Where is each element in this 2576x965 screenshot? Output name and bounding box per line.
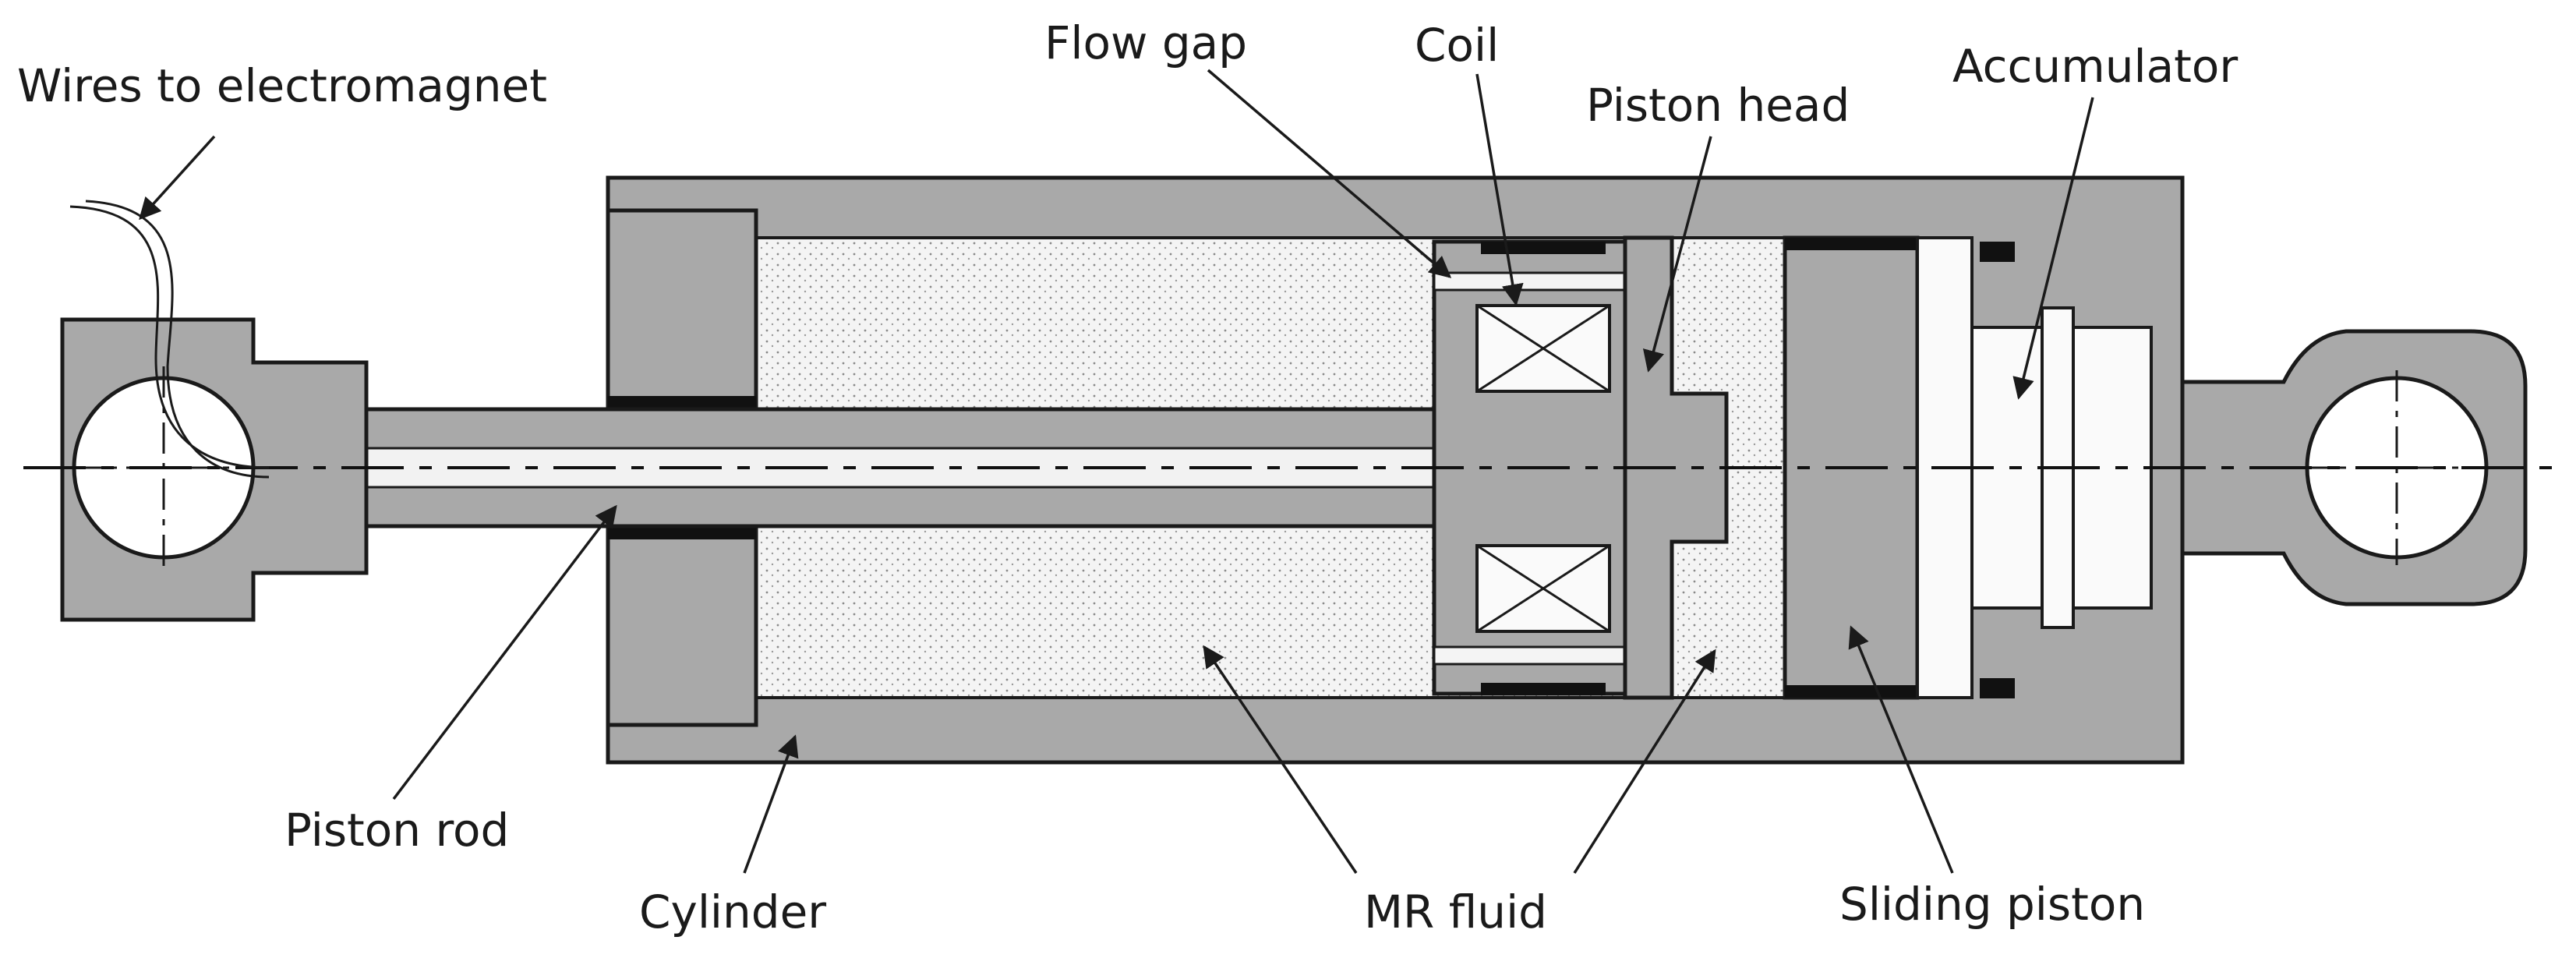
wires <box>69 205 270 469</box>
label-wires: Wires to electromagnet <box>17 59 547 112</box>
label-flow-gap: Flow gap <box>1044 16 1247 69</box>
label-piston-head: Piston head <box>1586 79 1850 132</box>
label-accumulator: Accumulator <box>1952 40 2238 93</box>
label-mr-fluid: MR fluid <box>1364 885 1547 938</box>
accumulator-seal-top <box>1980 242 2015 262</box>
leader-flow-gap <box>1207 69 1452 278</box>
coil-upper <box>1475 304 1611 393</box>
sliding-piston-seal-top <box>1785 238 1917 250</box>
label-coil: Coil <box>1415 19 1499 72</box>
leader-coil <box>1475 73 1524 306</box>
leader-cylinder <box>743 734 799 874</box>
coil-lower <box>1475 544 1611 633</box>
leader-sliding-piston <box>1848 625 1954 874</box>
piston-seal-bottom <box>1481 683 1606 695</box>
leader-piston-head <box>1642 136 1712 373</box>
leader-mr-fluid-1 <box>1203 645 1358 874</box>
label-cylinder: Cylinder <box>639 885 826 938</box>
leader-accumulator <box>2012 97 2094 400</box>
accumulator-seal-bottom <box>1980 678 2015 698</box>
leader-mr-fluid-2 <box>1573 649 1716 874</box>
leader-wires <box>139 135 216 221</box>
label-piston-rod: Piston rod <box>284 804 509 857</box>
piston-seal-top <box>1481 242 1606 254</box>
label-sliding-piston: Sliding piston <box>1839 878 2145 931</box>
leader-piston-rod <box>392 504 617 801</box>
sliding-piston-seal-bottom <box>1785 685 1917 698</box>
